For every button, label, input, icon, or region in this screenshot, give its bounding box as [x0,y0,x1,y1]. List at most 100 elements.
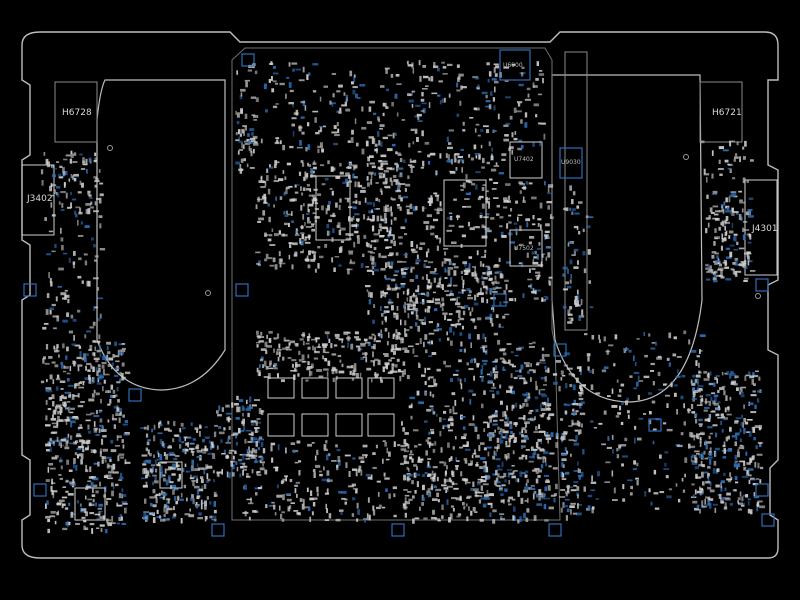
smd-part [346,182,349,187]
smd-part [590,384,594,390]
smd-part [495,410,498,414]
smd-part [408,453,414,456]
smd-part [377,491,380,497]
smd-part [450,456,453,459]
test-pad [740,391,744,394]
smd-part [412,495,415,499]
component-layer [23,53,775,537]
smd-part [499,419,504,422]
smd-part [722,444,726,448]
smd-part [397,153,402,156]
smd-part [527,497,529,504]
smd-part [504,421,508,424]
test-pad [421,102,427,105]
smd-part [278,178,284,182]
test-pad [247,456,253,459]
smd-part [739,386,742,391]
smd-part [759,479,762,484]
smd-part [532,369,536,374]
test-pad [147,474,151,478]
smd-part [94,346,97,351]
test-pad [675,375,681,378]
smd-part [469,117,474,119]
smd-part [409,203,413,209]
smd-part [683,330,687,335]
smd-part [212,470,215,474]
smd-part [260,331,263,336]
test-pad [434,308,438,312]
smd-part [471,454,474,459]
smd-part [696,490,702,494]
smd-part [336,122,339,127]
smd-part [429,442,431,448]
smd-part [668,332,672,339]
smd-part [499,225,503,228]
smd-part [142,484,148,488]
smd-part [709,382,715,386]
smd-part [486,161,490,165]
smd-part [383,292,388,295]
smd-part [441,515,444,519]
smd-part [336,90,341,93]
smd-part [739,491,742,497]
smd-part [525,482,528,487]
smd-part [504,414,508,420]
smd-part [62,486,67,488]
smd-part [425,251,428,258]
smd-part [348,216,351,220]
test-pad [564,447,567,452]
smd-part [348,471,351,477]
smd-part [546,408,551,411]
smd-part [438,277,441,284]
smd-part [380,293,382,299]
test-pad [58,173,62,177]
smd-part [259,358,264,362]
test-pad [666,495,672,499]
smd-part [574,295,578,301]
smd-part [476,250,479,256]
smd-part [443,258,447,264]
smd-part [245,458,251,460]
smd-part [479,442,485,445]
test-pad [733,464,739,467]
smd-part [80,453,84,460]
smd-part [711,392,715,395]
smd-part [274,233,279,237]
smd-part [46,379,48,383]
smd-part [447,146,453,150]
smd-part [485,477,489,480]
smd-part [447,63,453,66]
smd-part [317,193,322,196]
smd-part [240,92,243,97]
smd-part [730,382,735,385]
smd-part [425,439,429,442]
smd-part [308,250,311,256]
smd-part [121,439,124,443]
smd-part [299,498,303,502]
smd-part [538,122,542,125]
smd-part [502,352,507,356]
smd-part [507,499,510,503]
mounting-pad [235,283,249,297]
smd-part [431,352,437,355]
test-pad [482,359,488,362]
smd-part [397,260,403,263]
smd-part [442,425,445,430]
smd-part [456,309,461,313]
smd-part [73,152,77,156]
smd-part [491,323,494,327]
test-pad [52,167,58,170]
smd-part [535,471,539,474]
smd-part [45,415,48,421]
smd-part [525,403,529,407]
smd-part [258,336,265,338]
smd-part [274,141,280,145]
smd-part [411,480,414,485]
smd-part [257,487,262,490]
smd-part [382,458,384,464]
smd-part [268,78,271,83]
smd-part [316,492,319,497]
smd-part [143,426,148,430]
smd-part [368,336,373,340]
